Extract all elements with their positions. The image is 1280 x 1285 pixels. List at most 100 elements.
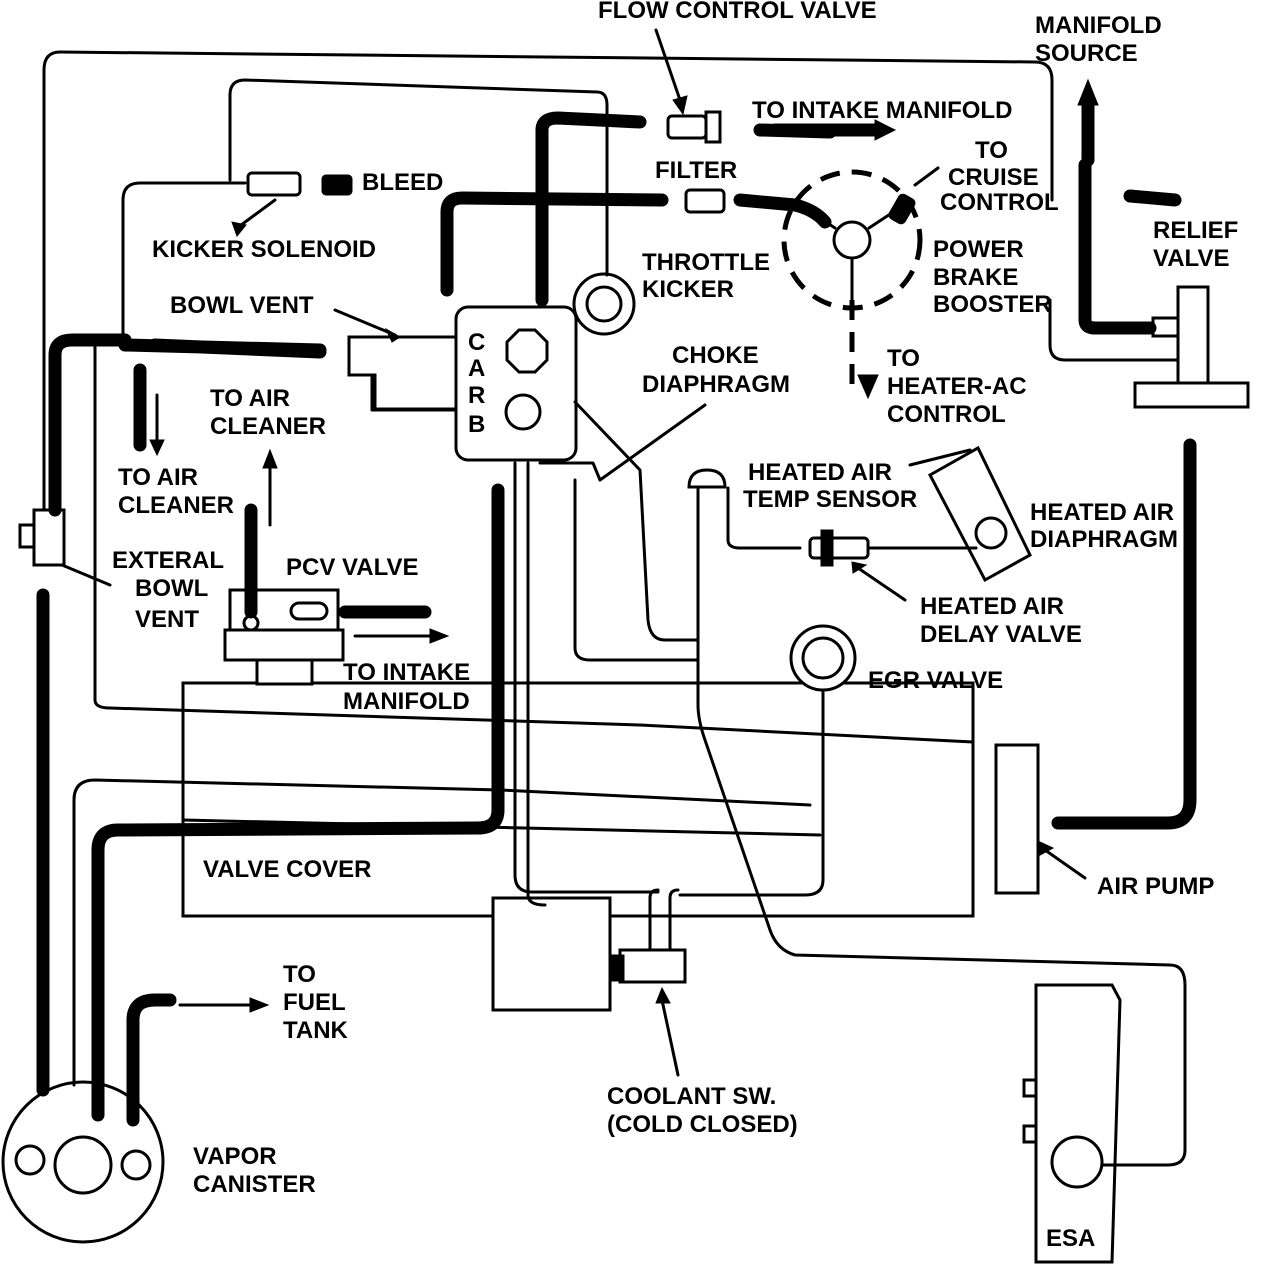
label-bleed: BLEED xyxy=(362,169,443,196)
filter-element xyxy=(684,188,726,214)
label-coolant-sw-line2: (COLD CLOSED) xyxy=(607,1111,798,1138)
relief-valve-body xyxy=(1176,285,1210,389)
label-to-air-cleaner-b-line2: CLEANER xyxy=(118,492,234,519)
esa-module-body xyxy=(1034,983,1122,1264)
leader-bowl-vent-head xyxy=(384,327,401,343)
label-heated-air-delay-line1: HEATED AIR xyxy=(920,593,1064,620)
label-to-fuel-tank-line1: TO xyxy=(283,961,316,988)
hose-bowl-vent-lower xyxy=(370,373,458,412)
label-to-cruise-line2: CRUISE xyxy=(948,164,1039,191)
arrowhead-heater-ac xyxy=(857,374,879,400)
label-heated-air-diaphragm-line2: DIAPHRAGM xyxy=(1030,526,1178,553)
label-carb-b: B xyxy=(468,411,485,438)
label-heated-air-diaphragm-line1: HEATED AIR xyxy=(1030,499,1174,526)
heated-air-temp-sensor xyxy=(687,468,727,489)
hose-carb-to-filter xyxy=(440,191,669,297)
hose-kicker-solenoid-to-throttle-kicker xyxy=(228,78,609,277)
leader-cruise xyxy=(913,166,940,187)
arrowhead-to-intake-manifold-top xyxy=(874,119,897,141)
hose-kicker-solenoid-to-bowl-vent xyxy=(121,181,247,347)
label-vapor-canister-line2: CANISTER xyxy=(193,1171,316,1198)
label-valve-cover: VALVE COVER xyxy=(203,856,371,883)
arrowhead-to-air-cleaner xyxy=(149,439,165,457)
carb-port-lower xyxy=(504,393,542,431)
coolant-switch-nut xyxy=(611,954,625,982)
label-kicker-solenoid: KICKER SOLENOID xyxy=(152,236,376,263)
heated-air-diaphragm-port xyxy=(974,516,1008,550)
hose-carb-to-coolant-switch xyxy=(513,461,660,894)
label-to-intake-pcv-line2: MANIFOLD xyxy=(343,688,470,715)
hose-bleed-port xyxy=(1123,189,1182,207)
label-to-cruise-line3: CONTROL xyxy=(940,189,1059,216)
label-to-air-cleaner-a-line2: CLEANER xyxy=(210,413,326,440)
label-heated-air-temp-line1: HEATED AIR xyxy=(748,459,892,486)
label-heated-air-temp-line2: TEMP SENSOR xyxy=(743,486,917,513)
arrowhead-pcv-to-intake xyxy=(429,628,450,644)
label-esa: ESA xyxy=(1046,1225,1095,1252)
label-to-heater-line2: HEATER-AC xyxy=(887,373,1027,400)
leader-air-pump-head xyxy=(1039,841,1055,856)
label-bowl-vent: BOWL VENT xyxy=(170,292,314,319)
label-throttle-kicker-line1: THROTTLE xyxy=(642,249,770,276)
carb-port-upper xyxy=(505,328,549,374)
coolant-switch-body xyxy=(618,948,687,984)
label-to-cruise-line1: TO xyxy=(975,137,1008,164)
label-external-bowl-vent-line3: VENT xyxy=(135,606,199,633)
label-to-air-cleaner-a-line1: TO AIR xyxy=(210,385,290,412)
hose-canister-to-engine xyxy=(72,778,812,1087)
relief-valve-flange xyxy=(1133,381,1250,409)
label-flow-control-valve: FLOW CONTROL VALVE xyxy=(598,0,877,24)
label-coolant-sw-line1: COOLANT SW. xyxy=(607,1083,776,1110)
engine-inner-line xyxy=(181,818,822,837)
label-external-bowl-vent-line1: EXTERAL xyxy=(112,547,224,574)
hose-egr-to-coolant-switch xyxy=(678,688,825,897)
label-choke-diaphragm-line2: DIAPHRAGM xyxy=(642,371,790,398)
label-to-fuel-tank-line3: TANK xyxy=(283,1017,349,1044)
label-choke-diaphragm-line1: CHOKE xyxy=(672,342,759,369)
label-external-bowl-vent-line2: BOWL xyxy=(135,575,208,602)
label-manifold-source-line2: SOURCE xyxy=(1035,40,1138,67)
pcv-valve-neck xyxy=(255,658,314,686)
hose-relief-to-air-pump xyxy=(1051,438,1197,830)
hose-choke-diaphragm xyxy=(573,400,700,642)
arrowhead-to-air-cleaner-upper xyxy=(262,448,278,469)
throttle-kicker-inner xyxy=(585,285,623,323)
hose-filter-to-booster xyxy=(733,193,832,229)
flow-control-valve-nut xyxy=(704,110,722,144)
label-heated-air-delay-line2: DELAY VALVE xyxy=(920,621,1082,648)
label-pcv-valve: PCV VALVE xyxy=(286,554,418,581)
arrowhead-to-fuel-tank xyxy=(249,997,270,1013)
label-to-air-cleaner-b-line1: TO AIR xyxy=(118,464,198,491)
hose-carb-to-canister xyxy=(91,483,505,1122)
label-egr-valve: EGR VALVE xyxy=(868,667,1003,694)
leader-bowl-vent xyxy=(333,308,397,337)
label-relief-valve-line2: VALVE xyxy=(1153,245,1229,272)
flow-control-valve xyxy=(666,114,708,140)
label-air-pump: AIR PUMP xyxy=(1097,873,1214,900)
hose-carb-to-tee xyxy=(573,478,700,662)
leader-flow-control-head xyxy=(672,95,688,116)
leader-choke-diaphragm xyxy=(598,403,707,482)
leader-delay-valve-head xyxy=(851,561,868,574)
heated-air-delay-valve xyxy=(808,536,870,560)
esa-tab-upper xyxy=(1022,1078,1038,1098)
hose-canister-to-fuel-tank xyxy=(126,993,177,1127)
bowl-vent-fitting xyxy=(347,335,458,411)
external-bowl-vent-valve xyxy=(32,508,66,567)
hose-bowl-vent-to-engine xyxy=(93,343,975,744)
leader-flow-control xyxy=(654,28,682,102)
label-power-brake-line2: BRAKE xyxy=(933,264,1018,291)
esa-port xyxy=(1050,1135,1104,1189)
label-to-heater-line1: TO xyxy=(887,345,920,372)
label-carb-a: A xyxy=(468,355,485,382)
hose-carb-to-valve-cover xyxy=(526,461,547,907)
label-relief-valve-line1: RELIEF xyxy=(1153,217,1238,244)
pcv-valve-lower xyxy=(223,628,345,662)
label-filter: FILTER xyxy=(655,157,737,184)
external-bowl-vent-tab xyxy=(18,523,36,549)
relief-valve-port xyxy=(1151,316,1180,338)
label-to-fuel-tank-line2: FUEL xyxy=(283,989,346,1016)
label-carb-c: C xyxy=(468,329,485,356)
